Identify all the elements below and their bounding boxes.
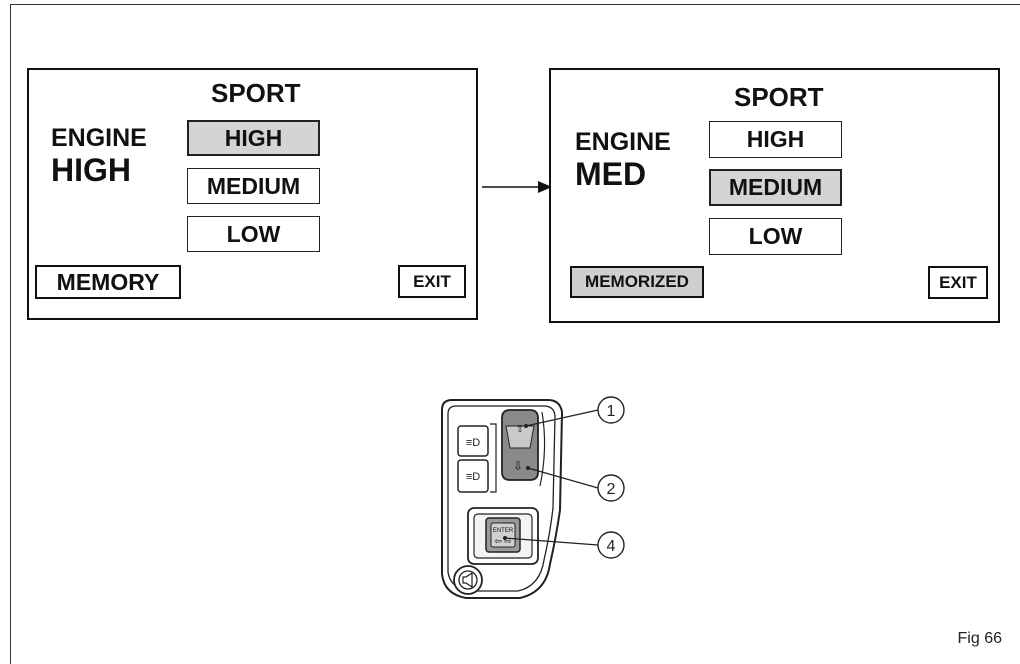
page-frame [10, 4, 1020, 664]
transition-arrow [482, 181, 552, 193]
right-option-low[interactable]: LOW [709, 218, 842, 255]
svg-text:≡D: ≡D [466, 471, 480, 483]
callout-1: 1 [597, 396, 625, 424]
svg-text:⇩: ⇩ [513, 459, 523, 473]
svg-text:≡D: ≡D [466, 437, 480, 449]
svg-text:1: 1 [607, 403, 616, 420]
callout-2: 2 [597, 474, 625, 502]
headlight-switch-upper[interactable]: ≡D [457, 425, 489, 457]
svg-text:⇦ ⇨: ⇦ ⇨ [494, 536, 512, 546]
right-engine-value: MED [575, 156, 647, 192]
right-mode-title: SPORT [734, 82, 824, 112]
left-option-high[interactable]: HIGH [187, 120, 320, 156]
right-engine-label: ENGINE [575, 128, 671, 156]
svg-text:4: 4 [607, 538, 616, 555]
left-option-low[interactable]: LOW [187, 216, 320, 252]
svg-text:⇧: ⇧ [516, 424, 524, 435]
left-mode-title: SPORT [211, 78, 301, 108]
handlebar-switch-illustration: ≡D ≡D ⇧ ⇩ ENTER ⇦ ⇨ 1 2 [441, 396, 625, 599]
enter-label: ENTER [493, 528, 514, 534]
horn-button[interactable] [453, 565, 483, 595]
up-down-rocker-switch[interactable]: ⇧ ⇩ [501, 409, 539, 481]
right-exit-button[interactable]: EXIT [928, 266, 988, 299]
right-option-medium[interactable]: MEDIUM [709, 169, 842, 206]
right-display-screen: SPORT ENGINE MED HIGH MEDIUM LOW MEMORIZ… [549, 68, 1000, 323]
svg-text:2: 2 [607, 481, 616, 498]
left-option-medium[interactable]: MEDIUM [187, 168, 320, 204]
right-option-high[interactable]: HIGH [709, 121, 842, 158]
headlight-switch-lower[interactable]: ≡D [457, 459, 489, 493]
enter-joystick-button[interactable]: ENTER ⇦ ⇨ [485, 517, 521, 553]
left-engine-value: HIGH [51, 152, 131, 188]
right-memorized-button[interactable]: MEMORIZED [570, 266, 704, 298]
callout-4: 4 [597, 531, 625, 559]
left-display-screen: SPORT ENGINE HIGH HIGH MEDIUM LOW MEMORY… [27, 68, 478, 320]
left-memory-button[interactable]: MEMORY [35, 265, 181, 299]
figure-label: Fig 66 [957, 630, 1002, 647]
left-engine-label: ENGINE [51, 124, 147, 152]
left-exit-button[interactable]: EXIT [398, 265, 466, 298]
